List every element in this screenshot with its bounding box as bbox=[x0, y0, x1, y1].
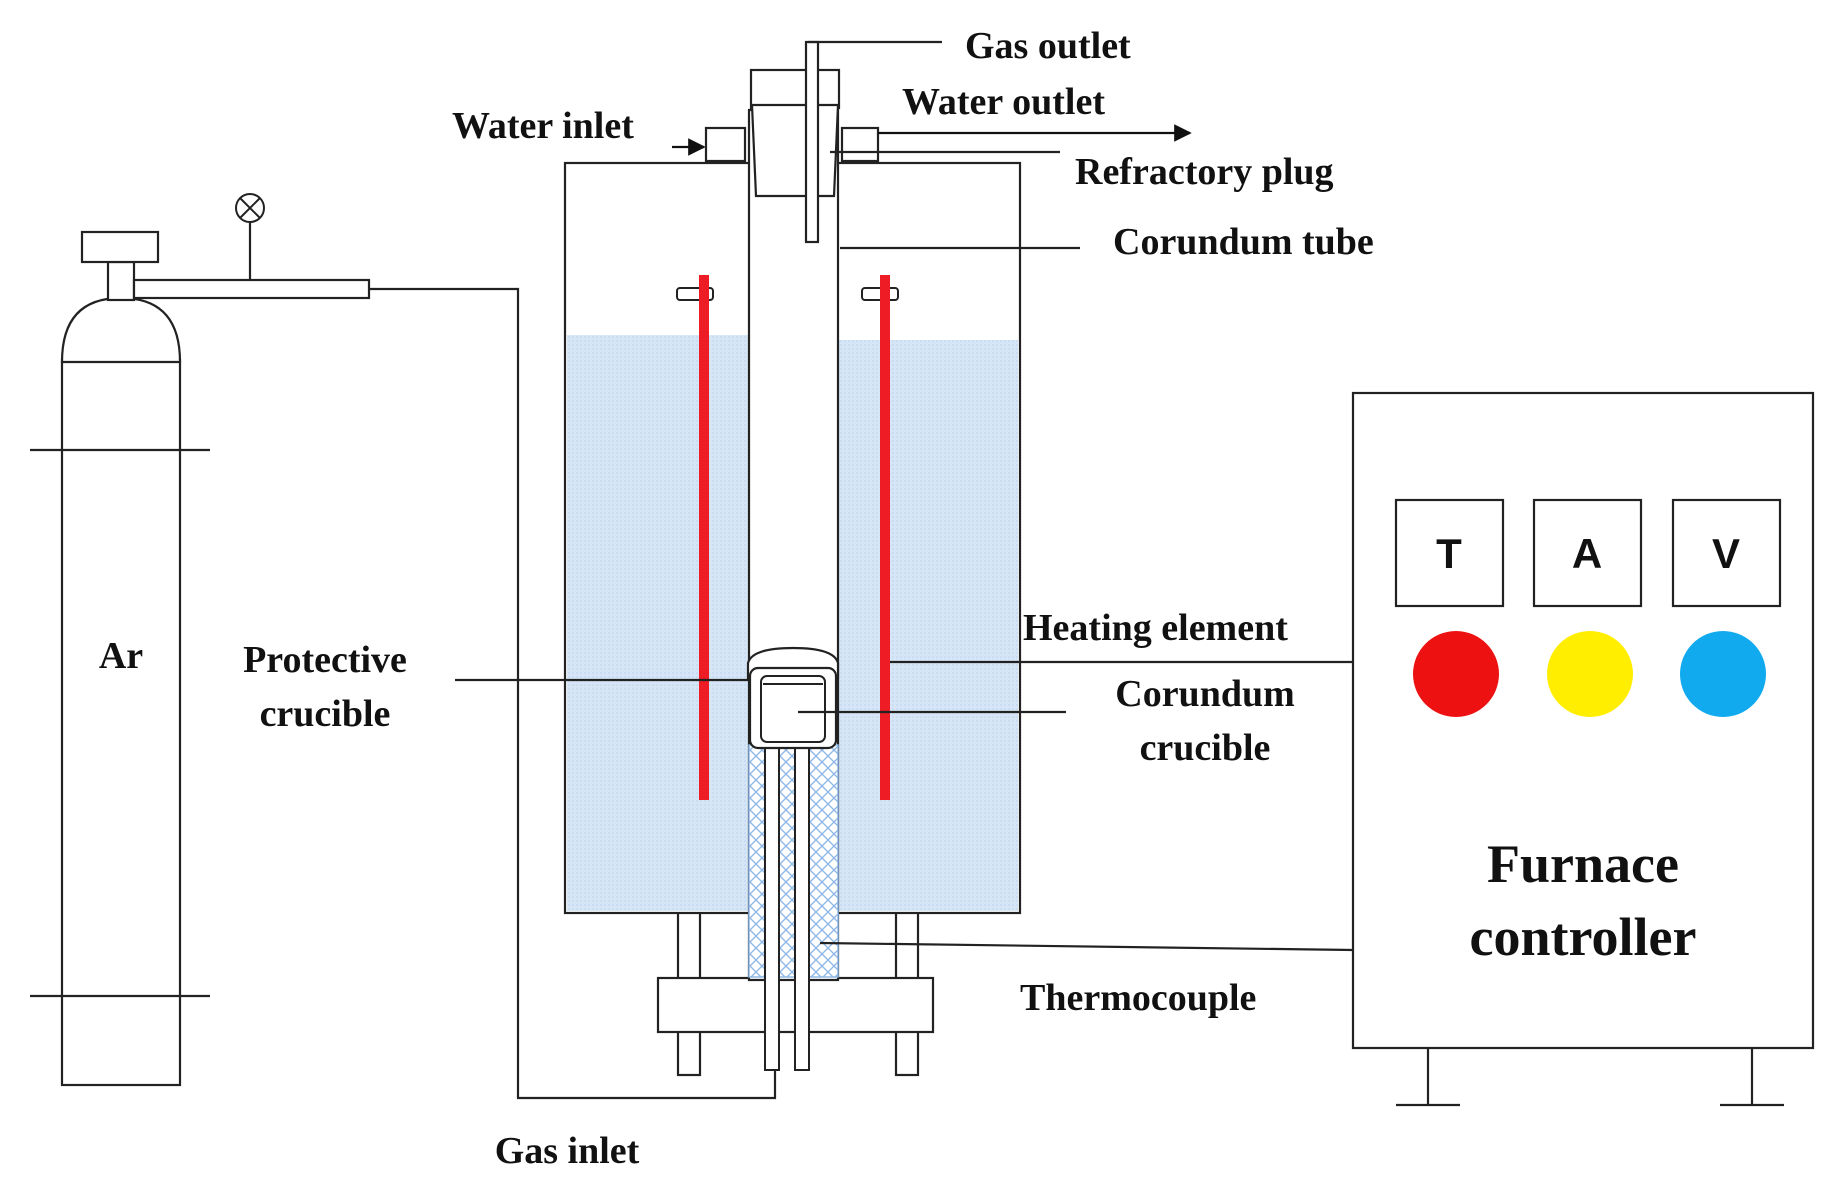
water-outlet-fitting bbox=[840, 126, 880, 163]
ampere-meter bbox=[1532, 498, 1643, 608]
volt-meter-label: V bbox=[1712, 530, 1740, 577]
corundum-crucible-label-2: crucible bbox=[1140, 727, 1271, 769]
regulator-pipe bbox=[132, 278, 371, 300]
cylinder-neck bbox=[106, 260, 136, 302]
insulation-right bbox=[838, 340, 1018, 911]
corundum-tube-label: Corundum tube bbox=[1113, 221, 1374, 263]
temperature-meter-label: T bbox=[1436, 530, 1462, 577]
cylinder-label: Ar bbox=[99, 635, 143, 677]
gas-outlet-label: Gas outlet bbox=[965, 25, 1131, 67]
cylinder-valve-knob bbox=[80, 230, 160, 264]
water-inlet-label: Water inlet bbox=[452, 105, 634, 147]
furnace bbox=[563, 40, 1022, 1077]
corundum-crucible bbox=[760, 675, 826, 743]
heating-element-left bbox=[699, 275, 709, 800]
cylinder-shoulder bbox=[60, 296, 182, 364]
gas-outlet-pipe bbox=[804, 40, 820, 244]
refractory-plug bbox=[750, 103, 840, 198]
refractory-plug-label: Refractory plug bbox=[1075, 151, 1334, 193]
insulation-left bbox=[567, 335, 749, 911]
furnace-controller: T A V Furnace controller bbox=[1351, 391, 1815, 1107]
heating-element-label: Heating element bbox=[1023, 607, 1288, 649]
gas-inlet-label: Gas inlet bbox=[495, 1130, 640, 1172]
controller-title-1: Furnace bbox=[1487, 834, 1679, 894]
red-indicator-lamp bbox=[1413, 631, 1499, 717]
corundum-crucible-label-1: Corundum bbox=[1115, 673, 1295, 715]
protective-crucible-label-1: Protective bbox=[243, 639, 407, 681]
ampere-meter-label: A bbox=[1572, 530, 1602, 577]
yellow-indicator-lamp bbox=[1547, 631, 1633, 717]
water-inlet-fitting bbox=[704, 126, 747, 163]
thermocouple-rod-1 bbox=[764, 744, 780, 1071]
thermocouple-rod-2 bbox=[794, 744, 810, 1071]
thermocouple-leader bbox=[819, 941, 1354, 952]
heating-element-right bbox=[880, 275, 890, 800]
refractory-plug-top bbox=[749, 68, 841, 110]
thermocouple-sheath bbox=[748, 744, 839, 978]
thermocouple-label: Thermocouple bbox=[1020, 977, 1256, 1019]
cylinder-body bbox=[60, 358, 182, 1087]
protective-crucible-label-2: crucible bbox=[260, 693, 391, 735]
water-outlet-label: Water outlet bbox=[902, 81, 1105, 123]
volt-meter bbox=[1671, 498, 1782, 608]
controller-title-2: controller bbox=[1470, 907, 1697, 967]
temperature-meter bbox=[1394, 498, 1505, 608]
blue-indicator-lamp bbox=[1680, 631, 1766, 717]
